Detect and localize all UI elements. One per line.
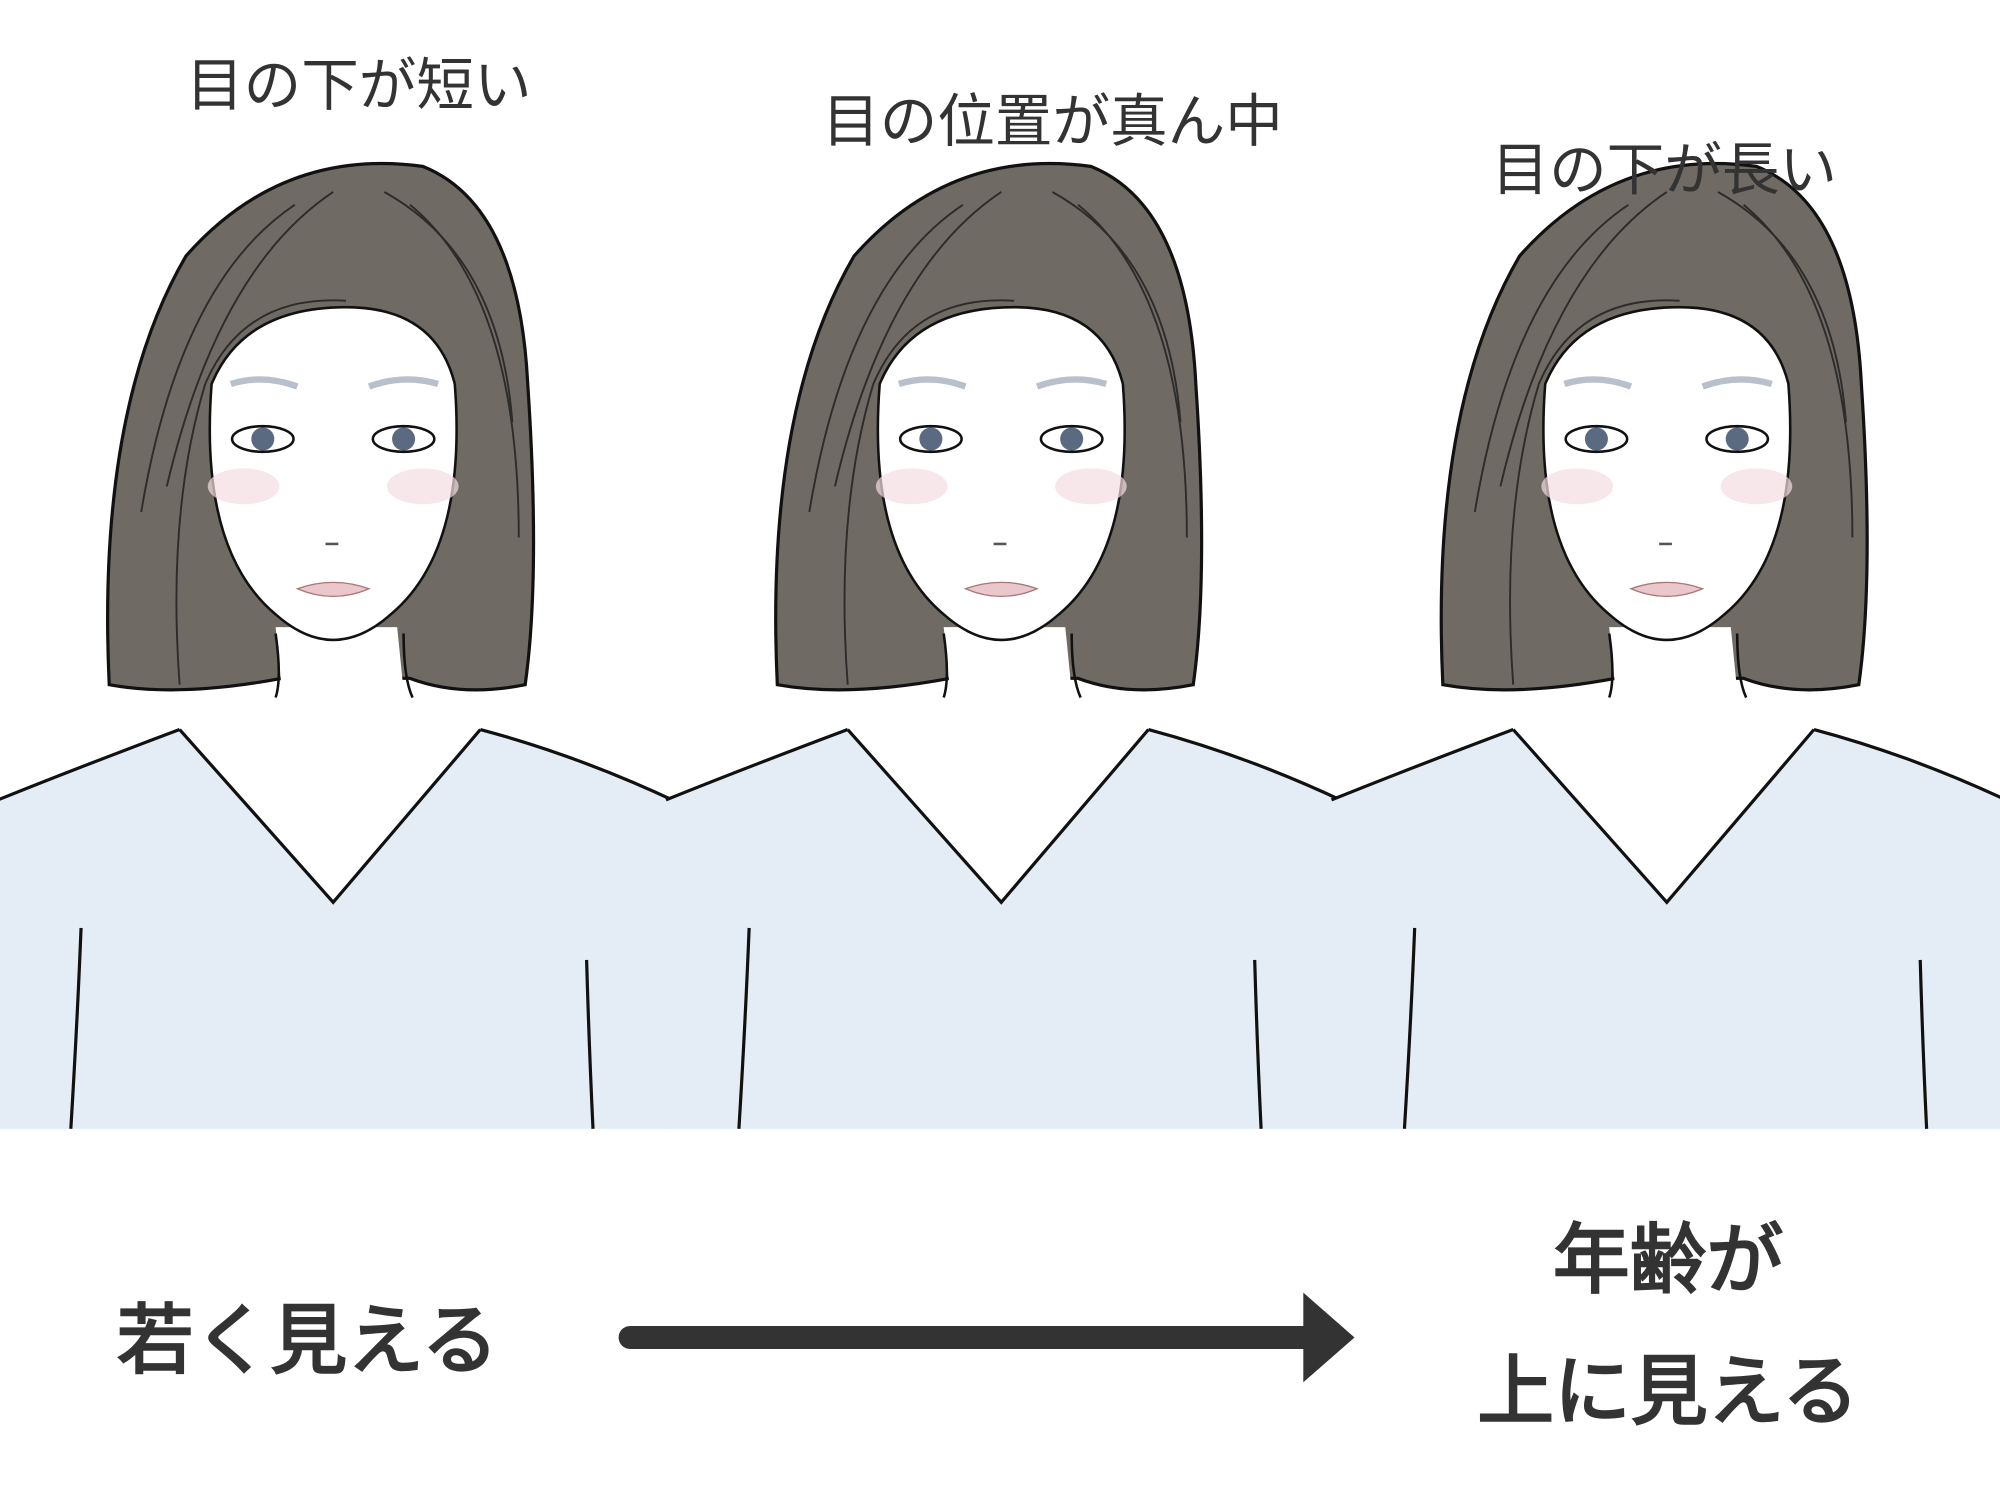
arrow-right-icon — [618, 1292, 1355, 1383]
panel-label-long: 目の下が長い — [1492, 136, 1837, 203]
woman-figure-balanced-face — [666, 164, 1340, 1129]
panel-label-short: 目の下が短い — [186, 52, 531, 119]
woman-figure-short-lower-face — [0, 164, 672, 1129]
woman-figure-long-lower-face — [1331, 164, 2000, 1129]
panel-label-middle: 目の位置が真ん中 — [822, 88, 1283, 155]
younger-looking-text: 若く見える — [117, 1297, 499, 1386]
older-looking-text-line1: 年齢が — [1553, 1216, 1784, 1305]
older-looking-text-line2: 上に見える — [1477, 1348, 1859, 1437]
